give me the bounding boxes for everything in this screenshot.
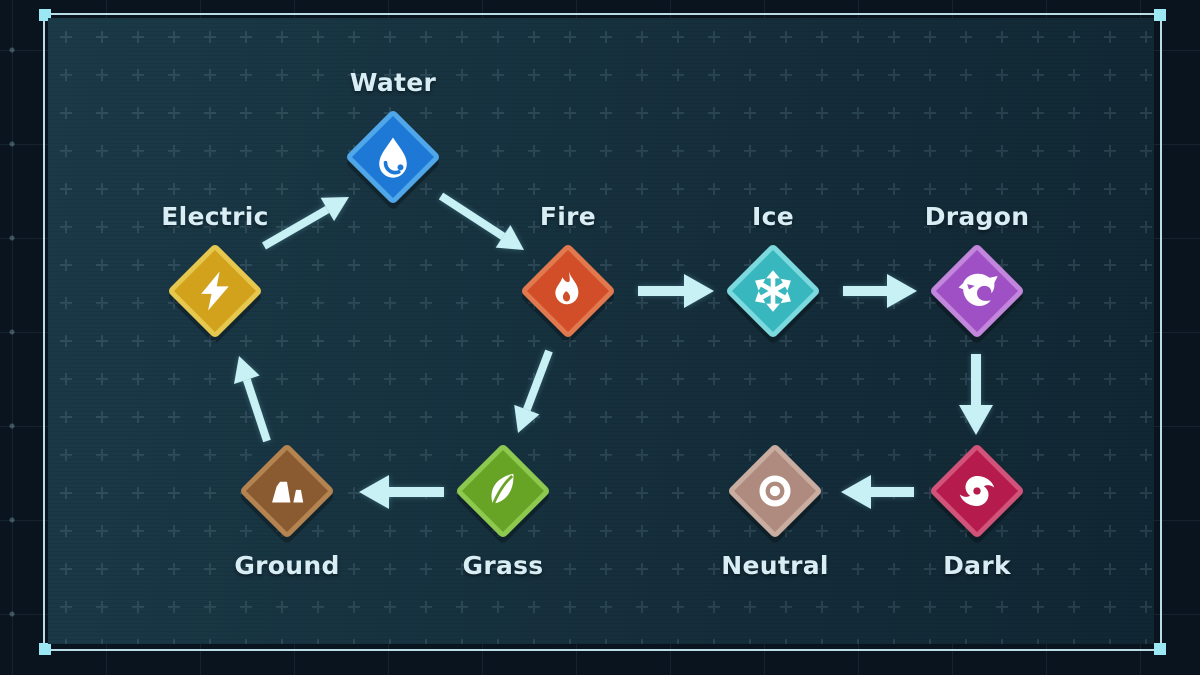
lightning-icon (192, 268, 238, 314)
panel-frame (39, 9, 1166, 655)
element-node-dark: Dark (928, 442, 1026, 580)
element-label-ground: Ground (234, 551, 340, 580)
element-node-grass: Grass (454, 442, 552, 580)
element-node-fire: Fire (519, 202, 617, 340)
snowflake-icon (750, 268, 796, 314)
frame-corner-accent (1154, 9, 1166, 21)
cliff-icon (264, 468, 310, 514)
element-label-ice: Ice (752, 202, 794, 231)
element-node-neutral: Neutral (721, 442, 828, 580)
swirl-icon (954, 468, 1000, 514)
element-label-electric: Electric (161, 202, 269, 231)
flame-icon (545, 268, 591, 314)
dragon-icon (954, 268, 1000, 314)
element-label-water: Water (349, 68, 437, 97)
element-label-grass: Grass (462, 551, 544, 580)
frame-corner-accent (39, 643, 51, 655)
leaf-icon (480, 468, 526, 514)
element-node-water: Water (344, 68, 442, 206)
frame-corner-accent (1154, 643, 1166, 655)
element-label-dark: Dark (943, 551, 1011, 580)
water-drop-icon (370, 134, 416, 180)
bullseye-icon (752, 468, 798, 514)
element-label-dragon: Dragon (924, 202, 1030, 231)
element-node-dragon: Dragon (925, 202, 1029, 340)
element-node-ground: Ground (234, 442, 339, 580)
element-node-electric: Electric (161, 202, 268, 340)
element-label-fire: Fire (539, 202, 597, 231)
element-node-ice: Ice (724, 202, 822, 340)
element-label-neutral: Neutral (721, 551, 829, 580)
